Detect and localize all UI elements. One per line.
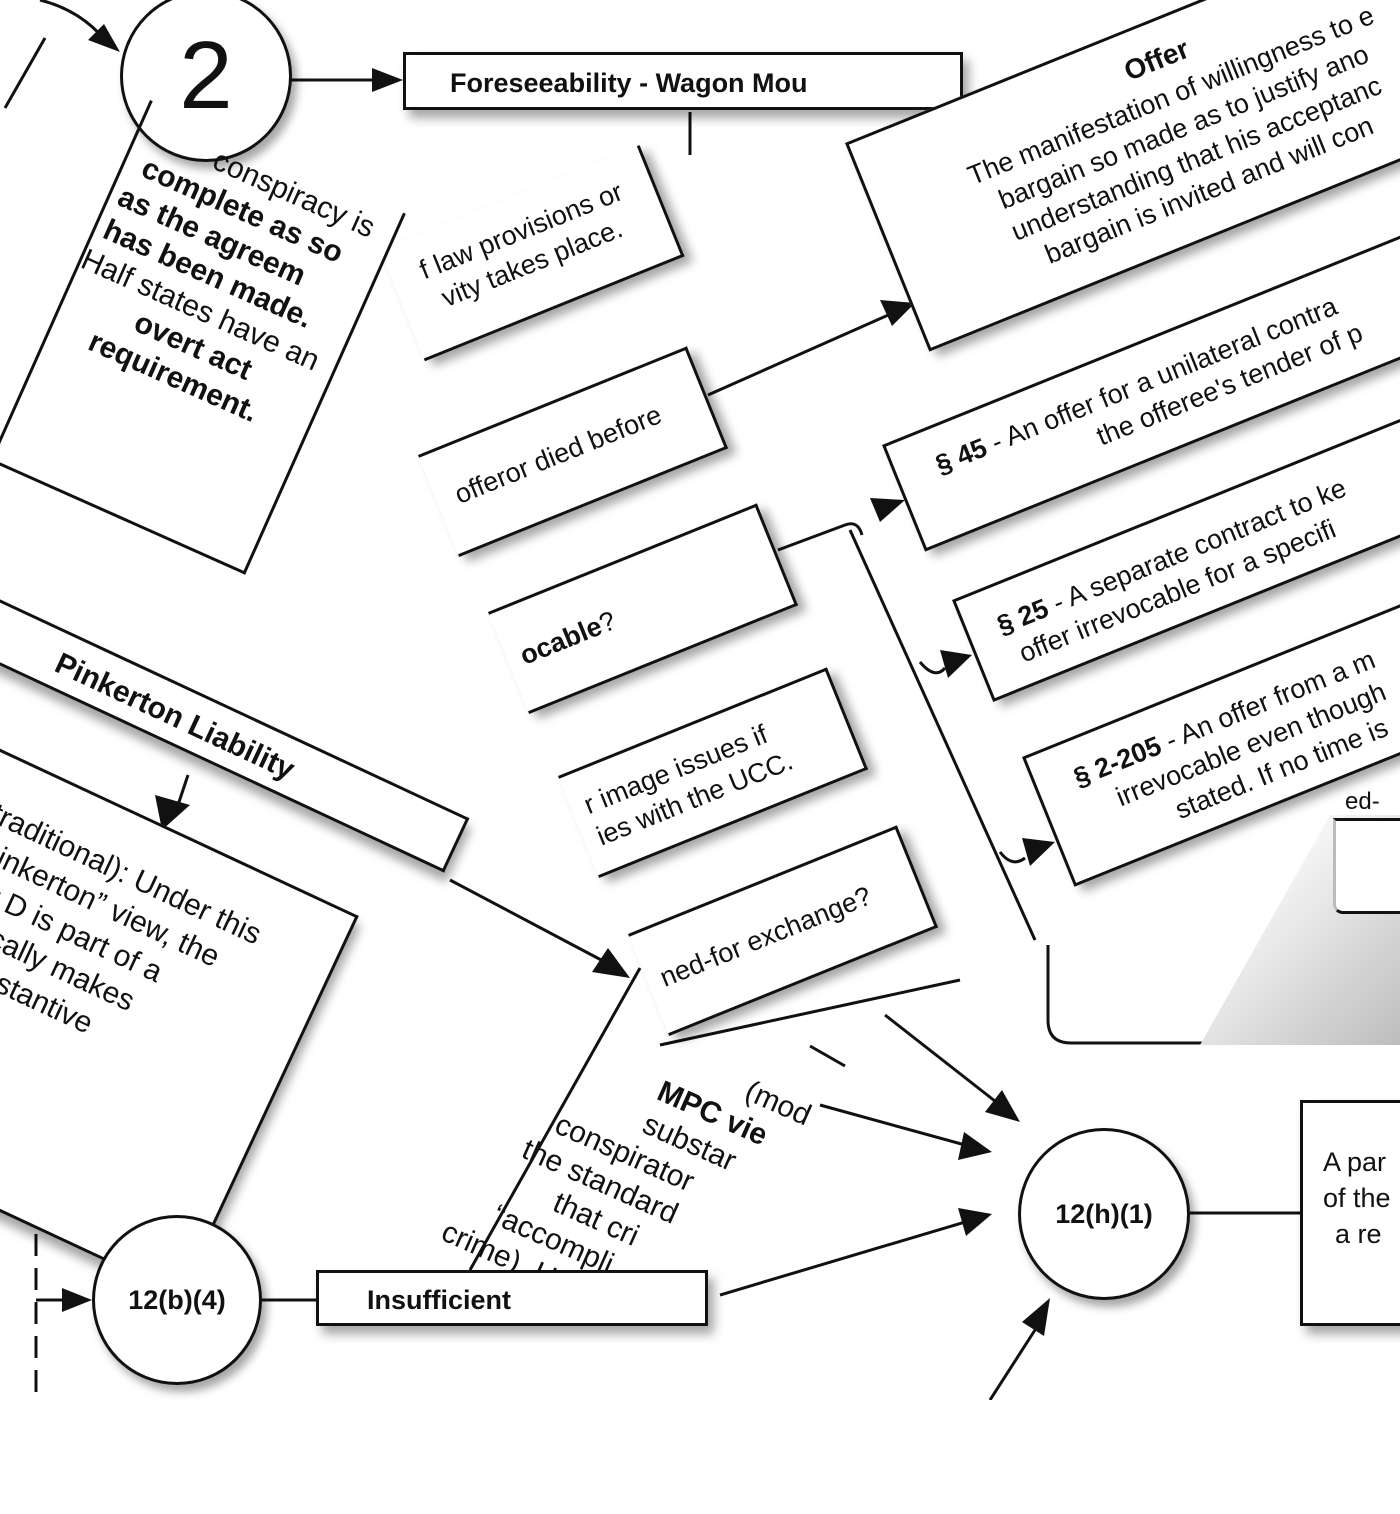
revocable-label: ocable? bbox=[516, 605, 621, 672]
connector-to-12h1 bbox=[819, 1103, 966, 1147]
node-12h1-label: 12(h)(1) bbox=[1055, 1198, 1153, 1229]
foreseeability-label: Foreseeability - Wagon Mou bbox=[450, 68, 808, 98]
arrowhead-icon bbox=[940, 650, 972, 678]
arrowhead-icon bbox=[958, 1208, 992, 1236]
rounded-container-outline bbox=[1046, 945, 1400, 1045]
connector-to-offer bbox=[707, 310, 896, 397]
arrowhead-icon bbox=[155, 795, 190, 830]
connector-pinkerton-down bbox=[176, 774, 190, 806]
arrowhead-icon bbox=[62, 1288, 92, 1312]
arrowhead-icon bbox=[592, 948, 630, 978]
connector-to-12h1 bbox=[719, 1220, 966, 1297]
connector-to-sec2205 bbox=[998, 851, 1026, 864]
party-line-3: a re bbox=[1335, 1219, 1382, 1249]
connector-to-12h1 bbox=[988, 1329, 1037, 1400]
connector-to-sec25 bbox=[918, 661, 947, 675]
insufficient-label: Insufficient bbox=[367, 1285, 512, 1315]
arrowhead-icon bbox=[1022, 1298, 1050, 1336]
node-12b4-label: 12(b)(4) bbox=[128, 1284, 226, 1315]
panel-fragment-box bbox=[1333, 818, 1400, 914]
arrowhead-icon bbox=[985, 1090, 1020, 1122]
connector-insufficient-up bbox=[468, 967, 642, 1271]
insufficient-box[interactable]: Insufficient bbox=[316, 1270, 708, 1326]
foreseeability-box[interactable]: Foreseeability - Wagon Mou bbox=[403, 52, 963, 110]
party-box[interactable]: A par of the a re bbox=[1300, 1100, 1400, 1326]
fragment-line bbox=[3, 37, 47, 109]
panel-fragment-text: ed- bbox=[1345, 788, 1380, 815]
arrowhead-icon bbox=[880, 300, 915, 326]
fragment-line bbox=[659, 978, 961, 1047]
arrowhead-icon bbox=[372, 68, 403, 92]
node-12b4[interactable]: 12(b)(4) bbox=[92, 1215, 262, 1385]
arrowhead-icon bbox=[958, 1132, 992, 1160]
connector-to-12h1 bbox=[884, 1013, 1001, 1107]
party-line-2: of the bbox=[1323, 1183, 1391, 1213]
node-2[interactable]: 2 bbox=[120, 0, 292, 162]
node-2-label: 2 bbox=[179, 22, 233, 129]
arrowhead-icon bbox=[88, 24, 120, 52]
arrowhead-icon bbox=[870, 498, 905, 522]
party-line-1: A par bbox=[1323, 1147, 1387, 1177]
arrowhead-icon bbox=[1022, 838, 1055, 866]
node-12h1[interactable]: 12(h)(1) bbox=[1018, 1128, 1190, 1300]
revocable-bold: ocable bbox=[515, 610, 607, 671]
connector-to-sections bbox=[777, 522, 864, 552]
fragment-line bbox=[809, 1044, 846, 1068]
connector-pinkerton-to-mpc bbox=[449, 878, 606, 964]
vertical-bracket bbox=[848, 529, 1037, 941]
